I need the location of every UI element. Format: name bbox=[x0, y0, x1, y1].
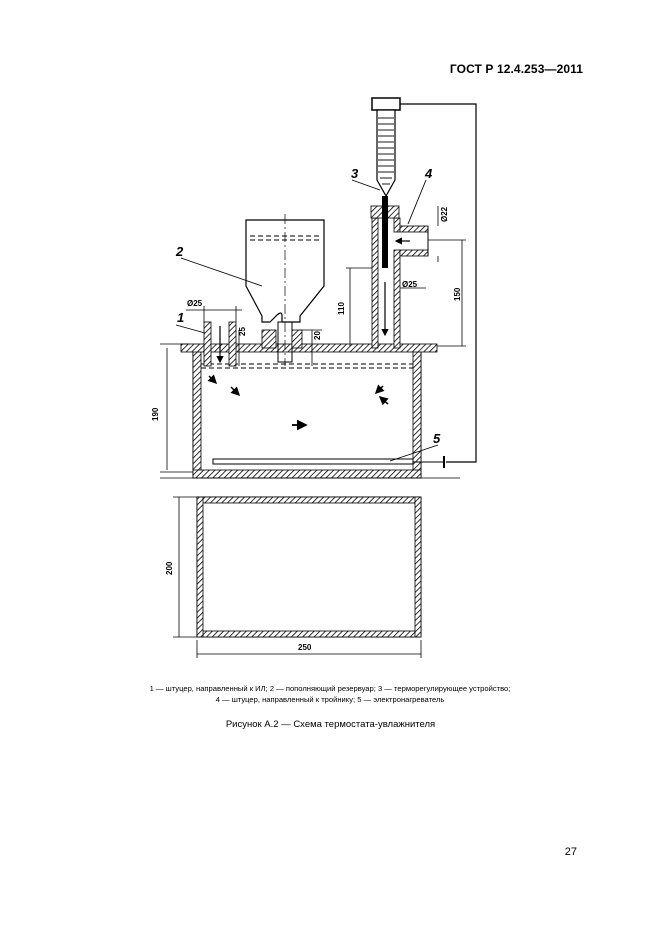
legend-line-1: 1 — штуцер, направленный к ИЛ; 2 — попол… bbox=[149, 684, 511, 693]
dim-outlet-diameter: Ø22 bbox=[440, 206, 449, 222]
thermoregulator-tube bbox=[370, 97, 477, 468]
dim-outlet-height: 150 bbox=[453, 287, 462, 301]
item-label-5: 5 bbox=[433, 431, 441, 446]
figure-legend: 1 — штуцер, направленный к ИЛ; 2 — попол… bbox=[60, 683, 600, 705]
dim-tube-diameter: Ø25 bbox=[402, 280, 418, 289]
dim-neck-height: 20 bbox=[313, 331, 322, 340]
fitting-to-test-lab bbox=[203, 321, 237, 367]
dim-tube-height: 110 bbox=[337, 302, 346, 315]
figure-caption: Рисунок А.2 — Схема термостата-увлажните… bbox=[225, 719, 436, 730]
page-number: 27 bbox=[564, 846, 577, 858]
item-label-3: 3 bbox=[351, 166, 359, 181]
item-label-4: 4 bbox=[425, 166, 433, 181]
document-code: ГОСТ Р 12.4.253—2011 bbox=[449, 62, 583, 76]
item-label-2: 2 bbox=[176, 244, 184, 259]
dim-tank-height: 190 bbox=[151, 407, 160, 421]
refill-reservoir bbox=[245, 214, 325, 366]
dim-fitting-diameter: Ø25 bbox=[187, 299, 203, 308]
legend-line-2: 4 — штуцер, направленный к тройнику; 5 —… bbox=[215, 695, 445, 704]
tank-plan-view bbox=[196, 496, 422, 638]
dim-plan-depth: 200 bbox=[165, 561, 174, 575]
item-label-1: 1 bbox=[177, 310, 185, 325]
dim-plan-width: 250 bbox=[298, 643, 312, 652]
dim-fitting-height: 25 bbox=[238, 327, 247, 336]
